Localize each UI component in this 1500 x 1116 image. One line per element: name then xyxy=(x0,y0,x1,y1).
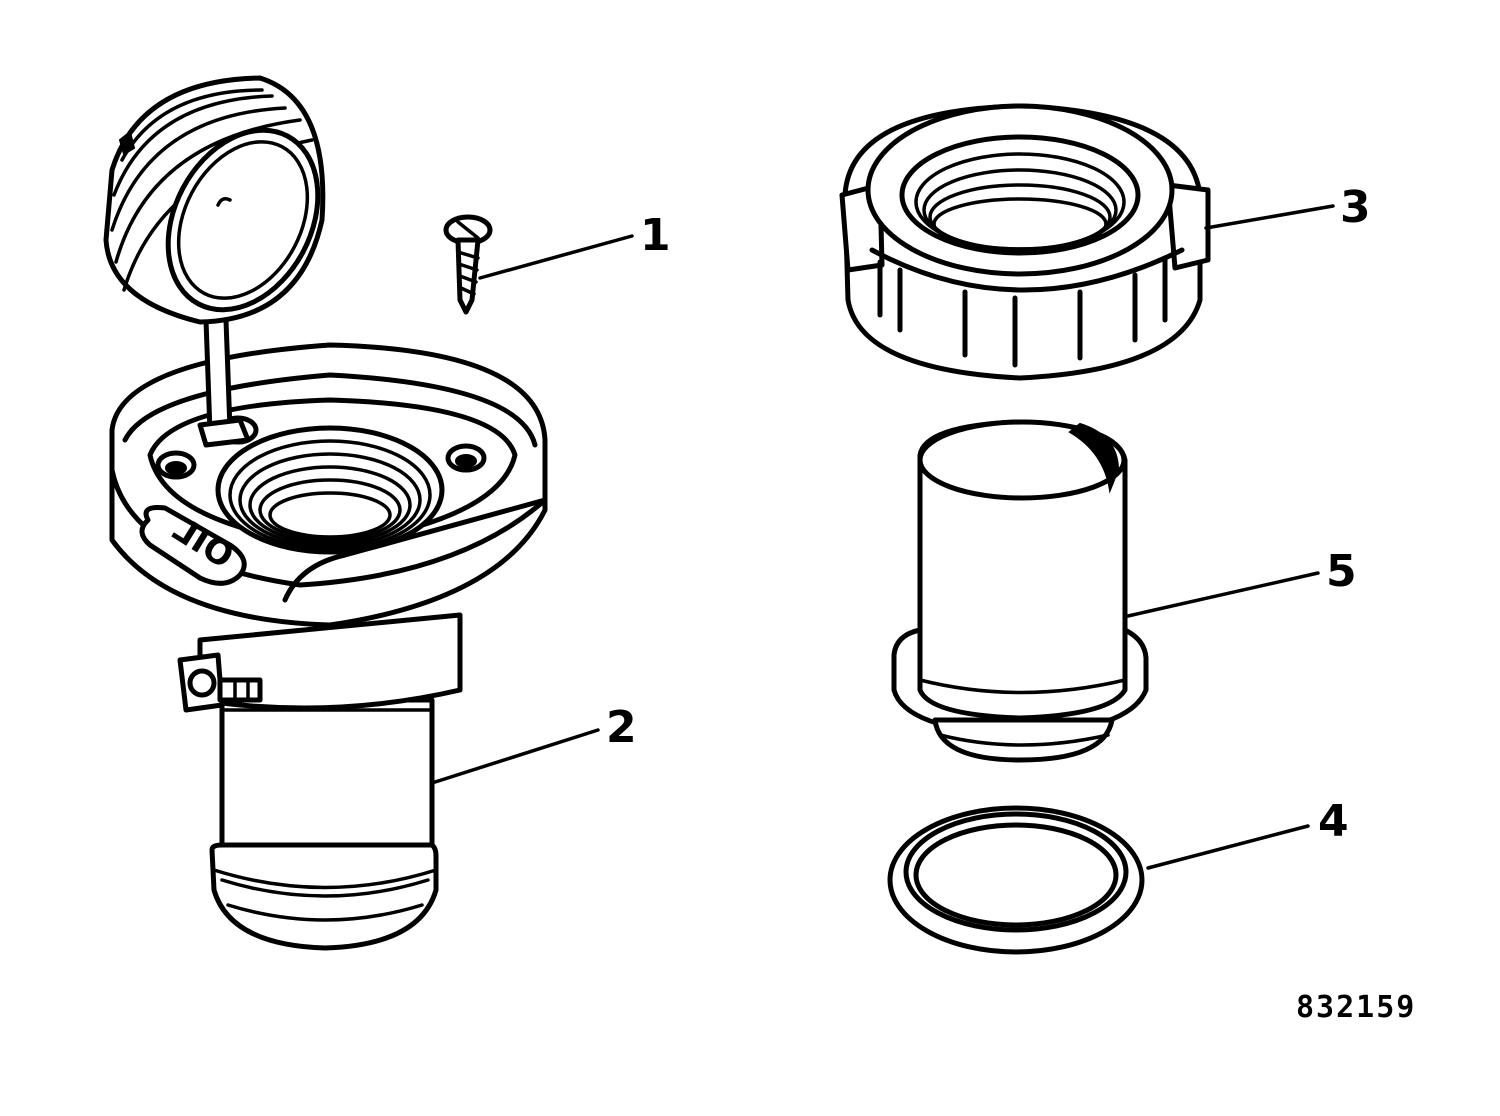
leader-2 xyxy=(430,728,600,785)
cap-strap xyxy=(197,317,251,448)
fill-neck-flange: OIL xyxy=(109,342,548,628)
callout-5: 5 xyxy=(1326,546,1357,597)
fill-cap xyxy=(103,75,326,325)
fill-neck-assembly: OIL xyxy=(103,75,548,951)
leader-3 xyxy=(1204,204,1335,230)
fill-neck-tube xyxy=(209,697,439,951)
adapter-fitting xyxy=(891,419,1149,763)
leader-lines xyxy=(430,204,1335,870)
coupling-nut xyxy=(839,103,1211,381)
callouts: 1 2 3 4 5 xyxy=(606,182,1371,847)
callout-1: 1 xyxy=(640,210,671,261)
figure-code: 832159 xyxy=(1296,990,1416,1025)
callout-2: 2 xyxy=(606,702,637,753)
callout-4: 4 xyxy=(1318,796,1349,847)
hose-clamp xyxy=(177,612,463,713)
screw xyxy=(443,214,493,315)
leader-1 xyxy=(478,234,634,280)
callout-3: 3 xyxy=(1340,182,1371,233)
leader-5 xyxy=(1126,571,1320,618)
leader-4 xyxy=(1146,824,1310,870)
gasket-ring xyxy=(887,805,1145,955)
